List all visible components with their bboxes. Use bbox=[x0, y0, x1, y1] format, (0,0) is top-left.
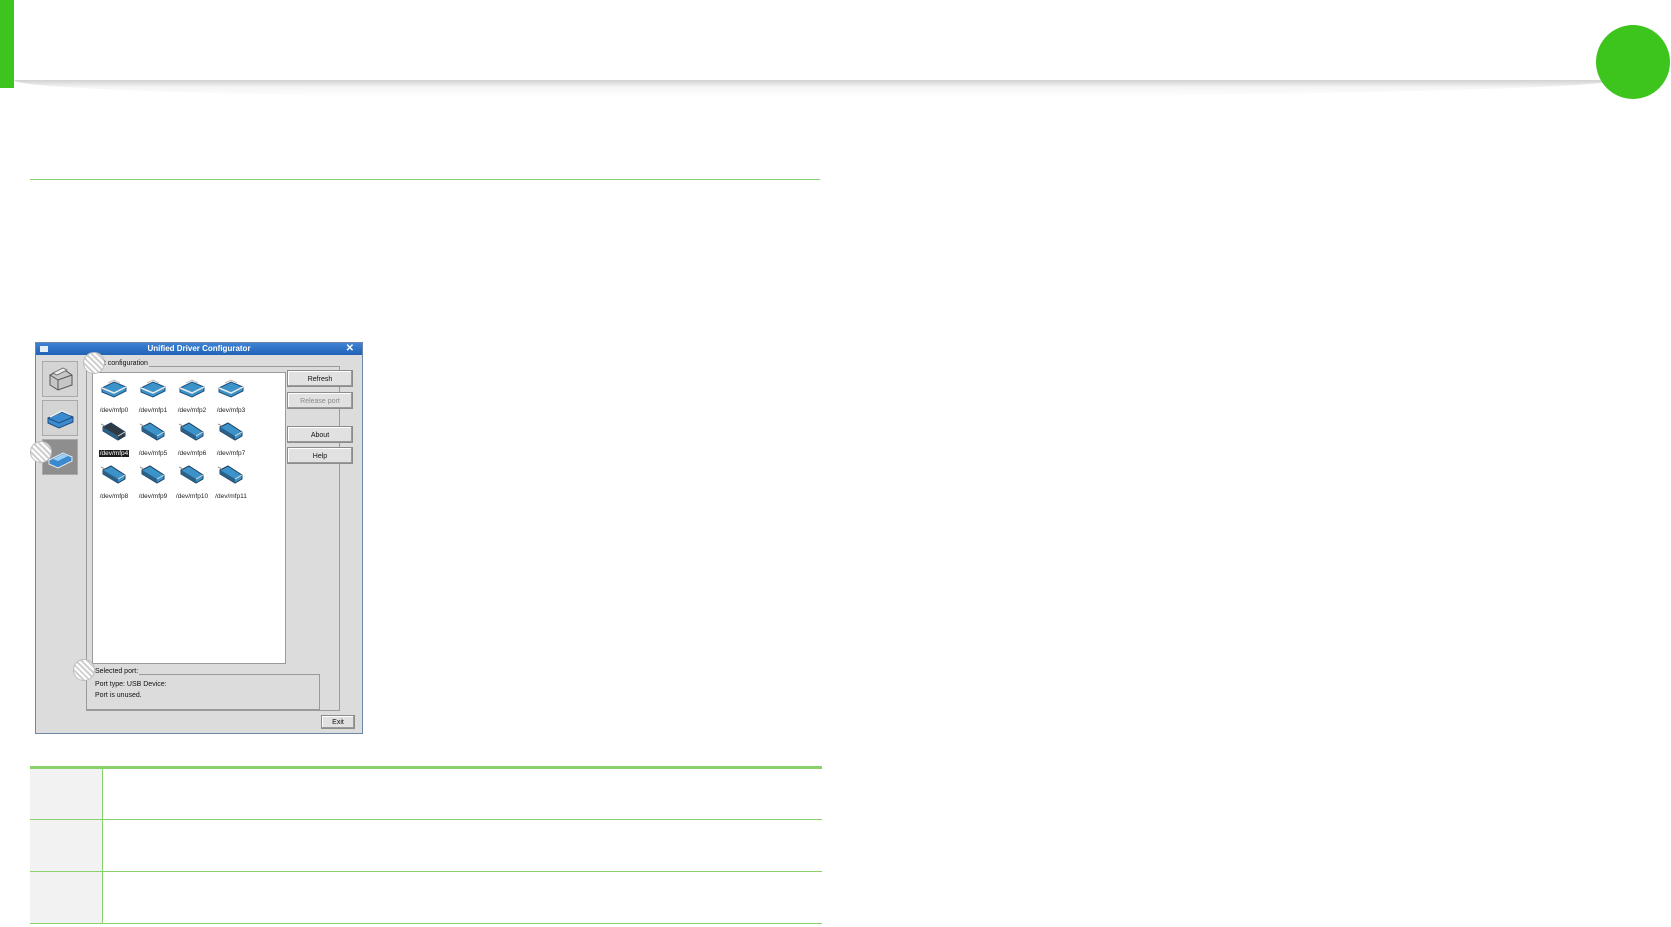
release-port-button[interactable]: Release port bbox=[287, 392, 353, 409]
window-title: Unified Driver Configurator bbox=[147, 344, 251, 353]
header-accent-bar bbox=[0, 0, 14, 88]
close-icon[interactable]: ✕ bbox=[345, 343, 354, 354]
port-item[interactable]: /dev/mfp5 bbox=[133, 420, 173, 460]
window-titlebar: Unified Driver Configurator ✕ bbox=[36, 343, 362, 355]
port-item[interactable]: /dev/mfp11 bbox=[211, 463, 251, 503]
section-divider bbox=[30, 179, 820, 180]
port-item[interactable]: /dev/mfp8 bbox=[94, 463, 134, 503]
usb-port-icon bbox=[172, 420, 212, 442]
parallel-port-icon bbox=[94, 377, 134, 399]
port-item[interactable]: /dev/mfp6 bbox=[172, 420, 212, 460]
usb-port-icon bbox=[94, 463, 134, 485]
driver-configurator-window: Unified Driver Configurator ✕ Port confi… bbox=[35, 342, 363, 734]
usb-port-icon bbox=[94, 420, 134, 442]
port-label: /dev/mfp7 bbox=[216, 450, 246, 457]
port-label: /dev/mfp5 bbox=[138, 450, 168, 457]
callout-marker-1 bbox=[83, 352, 105, 374]
usb-port-icon bbox=[211, 463, 251, 485]
table-row bbox=[30, 871, 822, 924]
port-label: /dev/mfp8 bbox=[99, 493, 129, 500]
callout-marker-3 bbox=[73, 659, 95, 681]
window-menu-icon[interactable] bbox=[40, 346, 48, 352]
port-icon bbox=[48, 452, 73, 469]
callout-description-table bbox=[30, 766, 822, 924]
about-button[interactable]: About bbox=[287, 426, 353, 443]
usb-port-icon bbox=[211, 420, 251, 442]
row-number-cell bbox=[30, 871, 103, 924]
row-number-cell bbox=[30, 767, 103, 820]
port-item[interactable]: /dev/mfp10 bbox=[172, 463, 212, 503]
port-item[interactable]: /dev/mfp4 bbox=[94, 420, 134, 460]
port-list[interactable]: /dev/mfp0/dev/mfp1/dev/mfp2/dev/mfp3/dev… bbox=[92, 372, 286, 664]
printers-config-tab[interactable] bbox=[42, 361, 78, 397]
row-number-cell bbox=[30, 819, 103, 872]
parallel-port-icon bbox=[211, 377, 251, 399]
port-label: /dev/mfp9 bbox=[138, 493, 168, 500]
port-item[interactable]: /dev/mfp2 bbox=[172, 377, 212, 417]
port-label: /dev/mfp1 bbox=[138, 407, 168, 414]
row-description-cell bbox=[102, 820, 822, 872]
selected-port-label: Selected port: bbox=[94, 668, 140, 675]
port-label: /dev/mfp6 bbox=[177, 450, 207, 457]
table-row bbox=[30, 819, 822, 872]
port-configuration-label: Port configuration bbox=[92, 360, 149, 367]
port-item[interactable]: /dev/mfp7 bbox=[211, 420, 251, 460]
chapter-badge bbox=[1596, 25, 1670, 99]
port-item[interactable]: /dev/mfp9 bbox=[133, 463, 173, 503]
selected-port-group bbox=[86, 674, 320, 710]
port-status-text: Port is unused. bbox=[95, 692, 142, 699]
refresh-button[interactable]: Refresh bbox=[287, 370, 353, 387]
port-label: /dev/mfp3 bbox=[216, 407, 246, 414]
port-item[interactable]: /dev/mfp3 bbox=[211, 377, 251, 417]
port-label: /dev/mfp4 bbox=[98, 450, 130, 457]
parallel-port-icon bbox=[133, 377, 173, 399]
scanner-icon bbox=[47, 410, 74, 429]
port-item[interactable]: /dev/mfp1 bbox=[133, 377, 173, 417]
port-type-text: Port type: USB Device: bbox=[95, 681, 167, 688]
row-description-cell bbox=[102, 872, 822, 924]
usb-port-icon bbox=[133, 420, 173, 442]
help-button[interactable]: Help bbox=[287, 447, 353, 464]
exit-button[interactable]: Exit bbox=[321, 715, 355, 729]
scanners-config-tab[interactable] bbox=[42, 400, 78, 436]
callout-marker-2 bbox=[30, 441, 52, 463]
port-label: /dev/mfp2 bbox=[177, 407, 207, 414]
port-item[interactable]: /dev/mfp0 bbox=[94, 377, 134, 417]
port-label: /dev/mfp0 bbox=[99, 407, 129, 414]
table-row bbox=[30, 767, 822, 820]
port-label: /dev/mfp10 bbox=[175, 493, 209, 500]
header-shadow bbox=[14, 80, 1614, 98]
port-configuration-group bbox=[86, 366, 340, 711]
usb-port-icon bbox=[133, 463, 173, 485]
printer-icon bbox=[49, 367, 73, 391]
row-description-cell bbox=[102, 768, 822, 820]
parallel-port-icon bbox=[172, 377, 212, 399]
port-label: /dev/mfp11 bbox=[215, 493, 247, 500]
usb-port-icon bbox=[172, 463, 212, 485]
